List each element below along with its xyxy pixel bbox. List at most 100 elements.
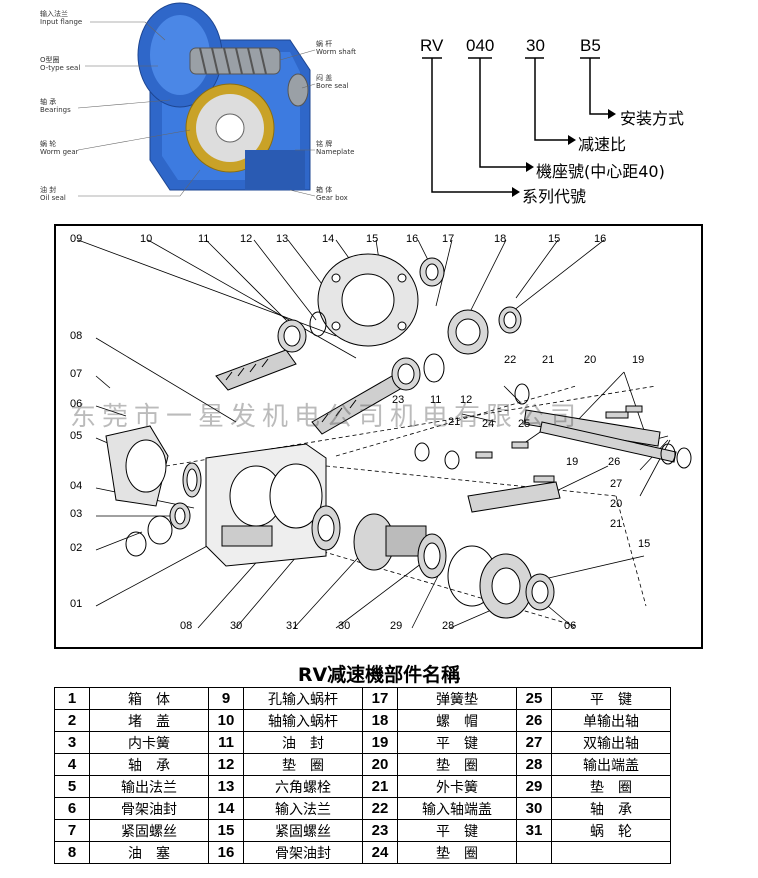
part-number-label: 18 [494, 233, 507, 245]
part-number-label: 08 [180, 620, 193, 632]
part-number-cell: 20 [362, 753, 398, 776]
part-name-cell: 输入法兰 [243, 797, 363, 820]
part-name-cell: 轴 承 [551, 797, 671, 820]
part-number-label: 20 [610, 498, 623, 510]
part-number-label: 06 [70, 398, 83, 410]
part-number-cell: 10 [208, 709, 244, 732]
part-number-label: 25 [518, 418, 531, 430]
part-name-cell: 骨架油封 [243, 841, 363, 864]
part-number-cell: 16 [208, 841, 244, 864]
part-name-cell: 单输出轴 [551, 709, 671, 732]
part-number-cell: 28 [516, 753, 552, 776]
part-name-cell: 输出法兰 [89, 775, 209, 798]
part-name-cell: 蜗 轮 [551, 819, 671, 842]
model-desc-ratio: 减速比 [578, 135, 627, 154]
model-desc-frame: 機座號(中心距40) [536, 162, 665, 181]
part-number-cell: 21 [362, 775, 398, 798]
part-name-cell: 输出端盖 [551, 753, 671, 776]
part-number-cell: 17 [362, 687, 398, 710]
part-number-cell: 13 [208, 775, 244, 798]
part-number-label: 20 [584, 354, 597, 366]
part-name-cell: 油 封 [243, 731, 363, 754]
part-number-label: 26 [608, 456, 621, 468]
part-number-label: 10 [140, 233, 153, 245]
part-number-label: 16 [594, 233, 607, 245]
part-number-label: 03 [70, 508, 83, 520]
part-name-cell: 紧固螺丝 [243, 819, 363, 842]
part-number-cell: 3 [54, 731, 90, 754]
part-name-cell: 六角螺栓 [243, 775, 363, 798]
part-name-cell: 平 键 [551, 687, 671, 710]
part-number-label: 19 [632, 354, 645, 366]
part-number-cell: 12 [208, 753, 244, 776]
model-desc-mounting: 安装方式 [620, 109, 685, 128]
part-number-label: 29 [390, 620, 403, 632]
part-number-label: 23 [392, 394, 405, 406]
parts-table-title: RV减速機部件名稱 [297, 664, 461, 686]
part-number-cell: 14 [208, 797, 244, 820]
part-number-label: 27 [610, 478, 623, 490]
part-number-label: 12 [240, 233, 253, 245]
part-number-cell: 19 [362, 731, 398, 754]
part-number-label: 01 [70, 598, 83, 610]
model-code-mounting: B5 [580, 36, 601, 55]
part-number-cell [516, 841, 552, 864]
exploded-view-drawing [77, 239, 692, 629]
part-number-label: 11 [198, 233, 210, 245]
part-number-cell: 18 [362, 709, 398, 732]
part-name-cell: 紧固螺丝 [89, 819, 209, 842]
part-name-cell: 箱 体 [89, 687, 209, 710]
part-number-label: 30 [338, 620, 351, 632]
part-name-cell: 骨架油封 [89, 797, 209, 820]
part-number-label: 15 [548, 233, 561, 245]
part-name-cell: 堵 盖 [89, 709, 209, 732]
part-number-cell: 4 [54, 753, 90, 776]
part-number-label: 09 [70, 233, 83, 245]
gearbox-cutaway-drawing [137, 2, 311, 191]
part-number-label: 07 [70, 368, 83, 380]
part-number-label: 31 [286, 620, 299, 632]
part-number-cell: 26 [516, 709, 552, 732]
part-number-label: 19 [566, 456, 579, 468]
part-name-cell: 轴输入蜗杆 [243, 709, 363, 732]
part-number-label: 11 [430, 394, 442, 406]
photo-leader-lines [77, 21, 316, 197]
part-number-cell: 31 [516, 819, 552, 842]
part-number-cell: 29 [516, 775, 552, 798]
part-number-label: 28 [442, 620, 455, 632]
part-number-cell: 5 [54, 775, 90, 798]
part-name-cell: 弹簧垫 [397, 687, 517, 710]
part-name-cell: 平 键 [397, 731, 517, 754]
part-number-cell: 11 [208, 731, 244, 754]
model-code-series: RV [420, 36, 444, 55]
part-number-label: 15 [366, 233, 379, 245]
part-name-cell: 垫 圈 [397, 753, 517, 776]
part-number-label: 06 [564, 620, 577, 632]
model-desc-series: 系列代號 [522, 187, 587, 206]
part-number-label: 04 [70, 480, 83, 492]
part-number-cell: 23 [362, 819, 398, 842]
part-number-label: 14 [322, 233, 335, 245]
part-number-label: 24 [482, 418, 495, 430]
part-number-label: 17 [442, 233, 455, 245]
part-name-cell: 垫 圈 [397, 841, 517, 864]
exploded-view-diagram: 09 10 11 12 13 14 15 16 17 18 15 16 08 0… [54, 224, 703, 649]
part-number-label: 22 [504, 354, 517, 366]
part-number-label: 05 [70, 430, 83, 442]
part-number-label: 21 [448, 416, 461, 428]
part-number-label: 08 [70, 330, 83, 342]
part-name-cell [551, 841, 671, 864]
